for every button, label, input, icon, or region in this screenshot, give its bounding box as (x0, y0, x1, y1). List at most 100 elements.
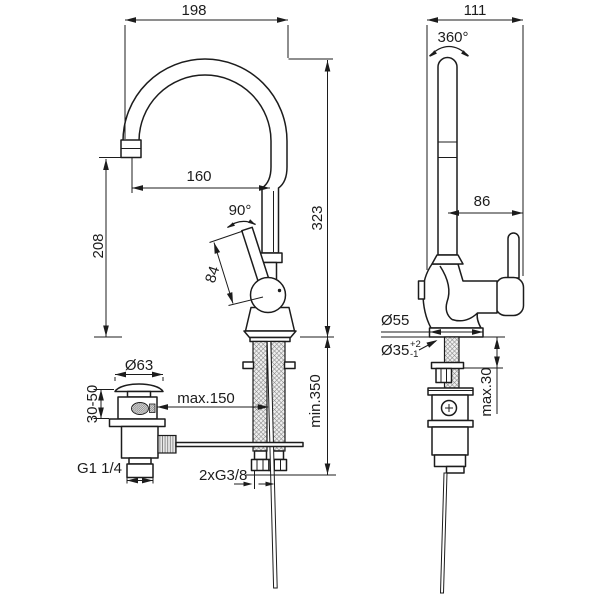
arrowhead (132, 185, 143, 191)
dim-drain-cap-diameter: Ø63 (125, 357, 153, 374)
arrowhead (243, 481, 253, 487)
dim-handle-length: 84 (202, 264, 223, 285)
arrowhead (512, 17, 523, 23)
mounting-tab-left (242, 361, 255, 370)
popup-drain (108, 383, 304, 479)
arrowhead (142, 477, 153, 484)
hose-nut-right (268, 458, 288, 472)
arrowhead (226, 292, 233, 304)
arrowhead (277, 17, 288, 23)
arrowhead (152, 371, 163, 378)
handle-lug (494, 276, 525, 317)
hose-nut-left (250, 458, 270, 472)
drain-side-outlet (157, 434, 177, 454)
drain-flange (108, 418, 166, 428)
popup-drain-side (427, 387, 474, 594)
spout-rotation-arc (429, 45, 469, 57)
base-gasket (249, 336, 291, 343)
spout-outlet-tab (417, 280, 426, 300)
arrowhead (125, 17, 136, 23)
arrowhead (103, 159, 109, 170)
base-skirt (243, 330, 297, 339)
arrowhead (512, 210, 523, 216)
mounting-washer (430, 361, 465, 370)
dim-overall-depth: 111 (464, 2, 487, 19)
arrowhead (494, 356, 500, 368)
drain-logo-mark (149, 403, 156, 413)
arrowhead (426, 340, 438, 348)
arrowhead (214, 242, 221, 254)
spout-swivel-joint (438, 141, 457, 158)
arrowhead (259, 185, 270, 191)
popup-pull-rod (266, 341, 278, 589)
body-collar-side (431, 254, 464, 265)
mounting-tab-right (283, 361, 296, 370)
drain-flange-side (427, 419, 474, 428)
dim-spout-reach: 160 (186, 168, 211, 185)
spout-tube-side (437, 56, 458, 256)
arrowhead (324, 326, 331, 337)
hose-ferrule-left (253, 450, 268, 461)
arrowhead (98, 407, 104, 419)
arrowhead (98, 389, 104, 401)
arrowhead (430, 329, 441, 335)
dim-base-diameter: Ø55 (381, 312, 409, 329)
dim-deck-thickness-max: max.30 (478, 367, 495, 416)
popup-lever-rod (175, 441, 304, 448)
drain-logo (131, 402, 149, 415)
drain-cap-stem (126, 390, 152, 398)
drain-step-side (433, 454, 467, 468)
drain-cap (114, 383, 164, 393)
side-view: 111 360° 86 Ø55 Ø35 +2 -1 max.30 (381, 2, 525, 594)
dimension-arrowheads (98, 17, 523, 487)
dim-handle-reach: 86 (474, 193, 491, 210)
popup-rod-side (439, 472, 448, 594)
arrowhead (257, 404, 269, 410)
dim-hole-diameter: Ø35 (381, 342, 409, 359)
spout-gooseneck (122, 58, 288, 254)
arrowhead (324, 60, 331, 72)
dim-supply-thread: 2xG3/8 (199, 467, 247, 484)
arrowhead (494, 338, 500, 349)
dim-handle-angle: 90° (229, 202, 252, 219)
arrowhead (115, 371, 126, 378)
drain-top-flange-side (427, 387, 474, 396)
ball-joint-pin (277, 288, 282, 293)
arrowhead (265, 481, 275, 487)
arrowhead (227, 222, 235, 228)
dim-overall-height: 323 (309, 205, 326, 230)
ball-joint (249, 276, 287, 314)
body-sculpt-lines (439, 265, 479, 322)
arrowhead (448, 210, 459, 216)
arrowhead (103, 325, 109, 337)
drain-tailpiece-side (445, 465, 465, 474)
arrowhead (248, 219, 256, 225)
drain-tailpiece (126, 463, 154, 479)
arrowhead (429, 50, 437, 57)
dim-hole-tolerance-minus: -1 (410, 349, 418, 360)
arrowhead (127, 477, 138, 484)
drain-step (128, 457, 152, 465)
front-view: 198 160 323 208 90° 84 Ø63 30-50 max.150… (77, 2, 336, 589)
drain-body-side (431, 426, 469, 456)
dim-spout-clearance: 208 (90, 233, 107, 258)
arrowhead (472, 329, 483, 335)
dim-overall-width: 198 (181, 2, 206, 19)
dim-drain-thread: G1 1/4 (77, 460, 122, 477)
body-side (422, 263, 498, 329)
arrowhead (157, 404, 168, 410)
dim-hose-length: min.350 (307, 374, 324, 427)
dim-spout-rotation: 360° (437, 29, 468, 46)
arrowhead (461, 50, 469, 57)
dim-hole-tolerance-plus: +2 (410, 339, 421, 350)
handle-rod-side (507, 232, 520, 279)
dim-deck-thickness-range: 30-50 (84, 385, 101, 423)
arrowhead (427, 17, 438, 23)
front-dimension-lines (93, 19, 336, 489)
dim-popup-rod-reach: max.150 (177, 390, 235, 407)
supply-hoses (242, 340, 296, 472)
arrowhead (324, 337, 331, 348)
arrowhead (324, 463, 331, 475)
